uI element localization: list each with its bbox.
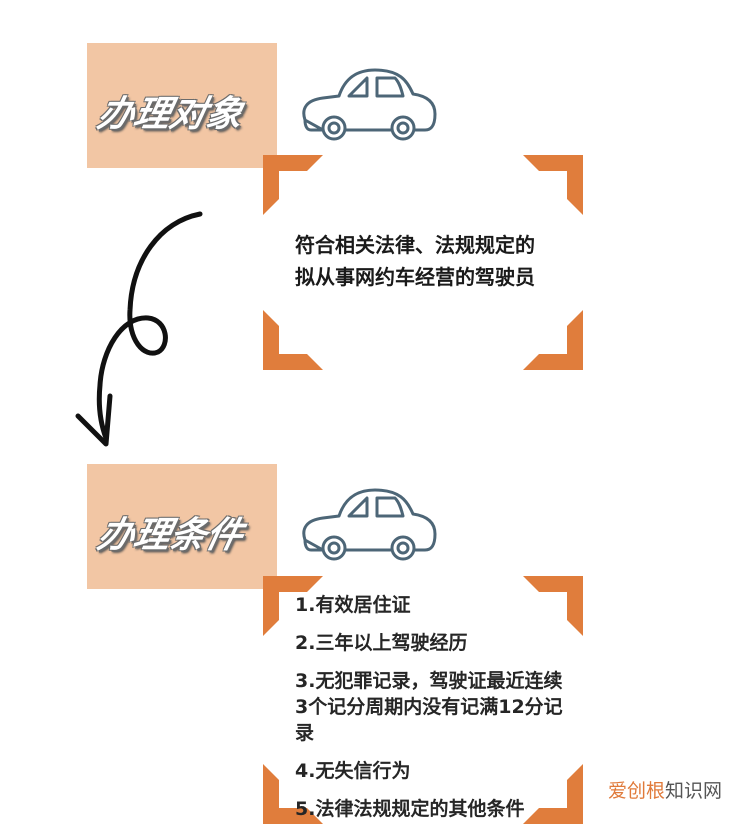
conditions-list: 1.有效居住证 2.三年以上驾驶经历 3.无犯罪记录，驾驶证最近连续3个记分周期… (295, 592, 567, 834)
bracket-corner-top-left (263, 155, 323, 215)
watermark: 爱创根知识网 (608, 776, 722, 803)
section2-title: 办理条件 (93, 515, 247, 556)
description-line: 拟从事网约车经营的驾驶员 (295, 265, 535, 289)
section2-frame: 1.有效居住证 2.三年以上驾驶经历 3.无犯罪记录，驾驶证最近连续3个记分周期… (263, 576, 583, 836)
section1-title-block: 办理对象 (87, 43, 277, 168)
bracket-corner-bottom-left (263, 310, 323, 370)
condition-item: 1.有效居住证 (295, 594, 411, 616)
description-line: 符合相关法律、法规规定的 (295, 233, 535, 257)
section2-title-block: 办理条件 (87, 464, 277, 589)
condition-item: 4.无失信行为 (295, 760, 411, 782)
section1-title: 办理对象 (93, 94, 247, 135)
curly-arrow-down-icon (75, 211, 203, 447)
section1-frame: 符合相关法律、法规规定的 拟从事网约车经营的驾驶员 (263, 155, 583, 370)
car-outline-icon (302, 488, 437, 561)
bracket-corner-top-right (523, 155, 583, 215)
bracket-corner-top-right (523, 576, 583, 636)
car-outline-icon (302, 68, 437, 141)
section1-description: 符合相关法律、法规规定的 拟从事网约车经营的驾驶员 (295, 229, 535, 293)
bracket-corner-top-left (263, 576, 323, 636)
condition-item: 2.三年以上驾驶经历 (295, 632, 468, 654)
condition-item: 5.法律法规规定的其他条件 (295, 798, 525, 820)
bracket-corner-bottom-right (523, 310, 583, 370)
watermark-part1: 爱创根 (607, 780, 665, 802)
watermark-part2: 知识网 (664, 780, 722, 802)
condition-item: 3.无犯罪记录，驾驶证最近连续3个记分周期内没有记满12分记录 (295, 670, 563, 744)
